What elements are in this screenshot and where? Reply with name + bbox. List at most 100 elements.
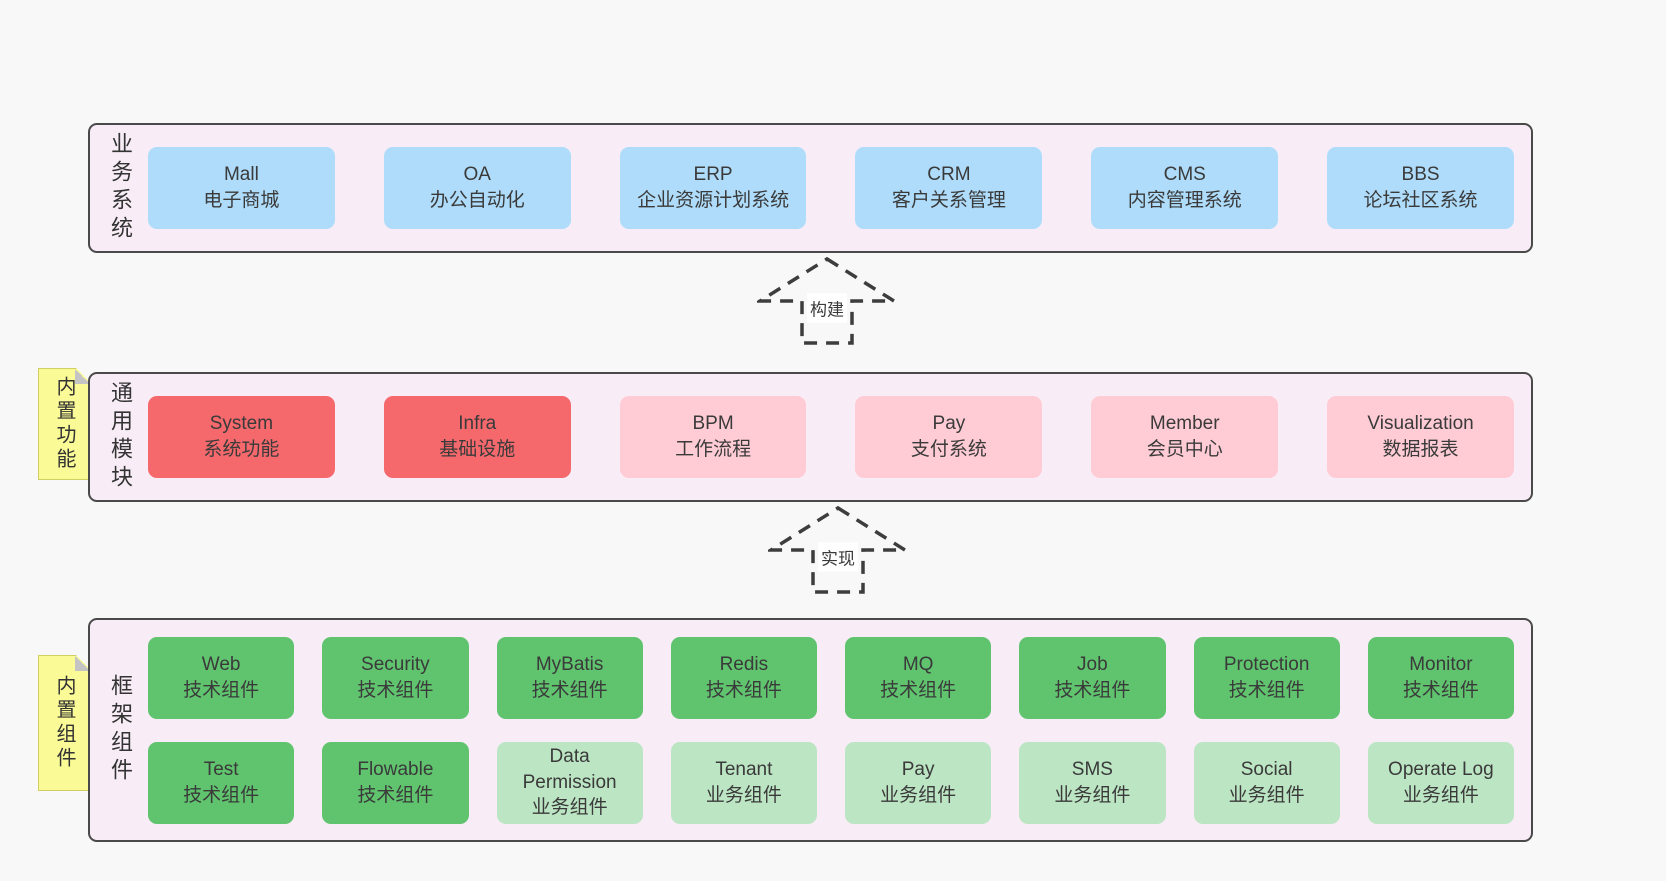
box-subtitle: 技术组件	[1054, 679, 1131, 701]
box-oa: OA 办公自动化	[383, 147, 571, 229]
build-arrow: 构建	[757, 256, 897, 346]
box-subtitle: 支付系统	[910, 439, 987, 460]
box-title: MQ	[902, 653, 934, 675]
box-subtitle: 数据报表	[1382, 439, 1459, 460]
box-title: Monitor	[1409, 653, 1473, 675]
sticky-note-built-in-functions: 内置功能	[38, 368, 91, 480]
box-subtitle: 内容管理系统	[1127, 190, 1242, 211]
box-title: Mall	[223, 164, 259, 186]
box-subtitle: 电子商城	[203, 190, 280, 211]
box-bpm: BPM 工作流程	[619, 396, 807, 478]
box-social: Social 业务组件	[1193, 741, 1340, 824]
box-infra: Infra 基础设施	[383, 396, 571, 478]
box-title: System	[209, 413, 274, 435]
box-title: Social	[1240, 758, 1293, 780]
box-title: Redis	[719, 653, 769, 675]
band-content: System 系统功能 Infra 基础设施 BPM 工作流程 Pay 支付系统…	[148, 396, 1514, 478]
box-subtitle: 技术组件	[880, 679, 957, 701]
box-mybatis: MyBatis 技术组件	[496, 636, 643, 719]
box-subtitle: 工作流程	[675, 439, 752, 460]
box-protection: Protection 技术组件	[1193, 636, 1340, 719]
band-label-business-systems: 业务系统	[108, 132, 133, 244]
arrow-label-build: 构建	[807, 293, 847, 323]
box-security: Security 技术组件	[322, 636, 469, 719]
box-subtitle: 业务组件	[705, 784, 782, 806]
band-content: Web 技术组件 Security 技术组件 MyBatis 技术组件 Redi…	[148, 636, 1514, 824]
box-bbs: BBS 论坛社区系统	[1327, 147, 1514, 229]
box-title: SMS	[1071, 758, 1113, 780]
box-subtitle: 论坛社区系统	[1363, 190, 1478, 211]
box-subtitle: 办公自动化	[429, 190, 525, 211]
box-title: Protection	[1223, 653, 1310, 675]
box-title: Member	[1149, 413, 1220, 435]
box-title: OA	[463, 164, 491, 186]
box-subtitle: 基础设施	[439, 439, 516, 460]
box-subtitle: 业务组件	[880, 784, 957, 806]
box-title: BBS	[1401, 164, 1440, 186]
box-redis: Redis 技术组件	[670, 636, 817, 719]
band-framework-components: 框架组件 Web 技术组件 Security 技术组件 MyBatis 技术组件…	[88, 618, 1533, 842]
box-subtitle: 技术组件	[531, 679, 608, 701]
box-title: Infra	[458, 413, 497, 435]
box-subtitle: 企业资源计划系统	[637, 190, 790, 211]
box-subtitle: 技术组件	[357, 784, 434, 806]
components-row-2: Test 技术组件 Flowable 技术组件 Data Permission …	[148, 741, 1514, 824]
band-label-common-modules: 通用模块	[108, 381, 133, 493]
box-title: Security	[361, 653, 430, 675]
up-arrow-icon	[768, 505, 908, 594]
box-monitor: Monitor 技术组件	[1367, 636, 1514, 719]
arrow-label-implement: 实现	[818, 542, 858, 572]
band-business-systems: 业务系统 Mall 电子商城 OA 办公自动化 ERP 企业资源计划系统 CRM…	[88, 123, 1533, 253]
box-subtitle: 技术组件	[1228, 679, 1305, 701]
box-subtitle: 会员中心	[1146, 439, 1223, 460]
components-row-1: Web 技术组件 Security 技术组件 MyBatis 技术组件 Redi…	[148, 636, 1514, 719]
box-erp: ERP 企业资源计划系统	[619, 147, 807, 229]
sticky-note-label: 内置组件	[53, 675, 75, 771]
box-subtitle: 技术组件	[357, 679, 434, 701]
box-mq: MQ 技术组件	[845, 636, 992, 719]
box-title: MyBatis	[535, 653, 604, 675]
box-subtitle: 技术组件	[705, 679, 782, 701]
box-cms: CMS 内容管理系统	[1091, 147, 1279, 229]
box-system: System 系统功能	[148, 396, 335, 478]
box-subtitle: 业务组件	[1228, 784, 1305, 806]
box-title: ERP	[693, 164, 733, 186]
box-crm: CRM 客户关系管理	[855, 147, 1043, 229]
box-flowable: Flowable 技术组件	[322, 741, 469, 824]
box-web: Web 技术组件	[148, 636, 295, 719]
box-subtitle: 业务组件	[531, 797, 608, 819]
box-subtitle: 技术组件	[1402, 679, 1479, 701]
box-pay: Pay 支付系统	[855, 396, 1043, 478]
band-common-modules: 通用模块 System 系统功能 Infra 基础设施 BPM 工作流程 Pay…	[88, 372, 1533, 502]
box-job: Job 技术组件	[1019, 636, 1166, 719]
box-data-permission: Data Permission 业务组件	[496, 741, 643, 824]
box-title: Job	[1077, 653, 1108, 675]
box-subtitle: 技术组件	[183, 679, 260, 701]
box-title: Visualization	[1367, 413, 1474, 435]
band-label-framework-components: 框架组件	[108, 674, 133, 786]
box-subtitle: 业务组件	[1402, 784, 1479, 806]
box-visualization: Visualization 数据报表	[1327, 396, 1514, 478]
box-title: Web	[201, 653, 241, 675]
box-subtitle: 技术组件	[183, 784, 260, 806]
box-pay-business: Pay 业务组件	[845, 741, 992, 824]
up-arrow-icon	[757, 256, 897, 345]
box-title: Flowable	[357, 758, 434, 780]
box-operate-log: Operate Log 业务组件	[1367, 741, 1514, 824]
box-title: Pay	[932, 413, 966, 435]
box-test: Test 技术组件	[148, 741, 295, 824]
box-subtitle: 系统功能	[203, 439, 280, 460]
box-member: Member 会员中心	[1091, 396, 1279, 478]
sticky-note-label: 内置功能	[53, 376, 75, 472]
box-subtitle: 业务组件	[1054, 784, 1131, 806]
implement-arrow: 实现	[768, 505, 908, 595]
box-title: CMS	[1163, 164, 1206, 186]
box-subtitle: 客户关系管理	[891, 190, 1006, 211]
band-content: Mall 电子商城 OA 办公自动化 ERP 企业资源计划系统 CRM 客户关系…	[148, 147, 1514, 229]
box-title: Pay	[901, 758, 935, 780]
box-tenant: Tenant 业务组件	[670, 741, 817, 824]
box-sms: SMS 业务组件	[1019, 741, 1166, 824]
box-title: Tenant	[715, 758, 773, 780]
box-title: Data Permission	[522, 746, 617, 793]
sticky-note-built-in-components: 内置组件	[38, 655, 91, 791]
